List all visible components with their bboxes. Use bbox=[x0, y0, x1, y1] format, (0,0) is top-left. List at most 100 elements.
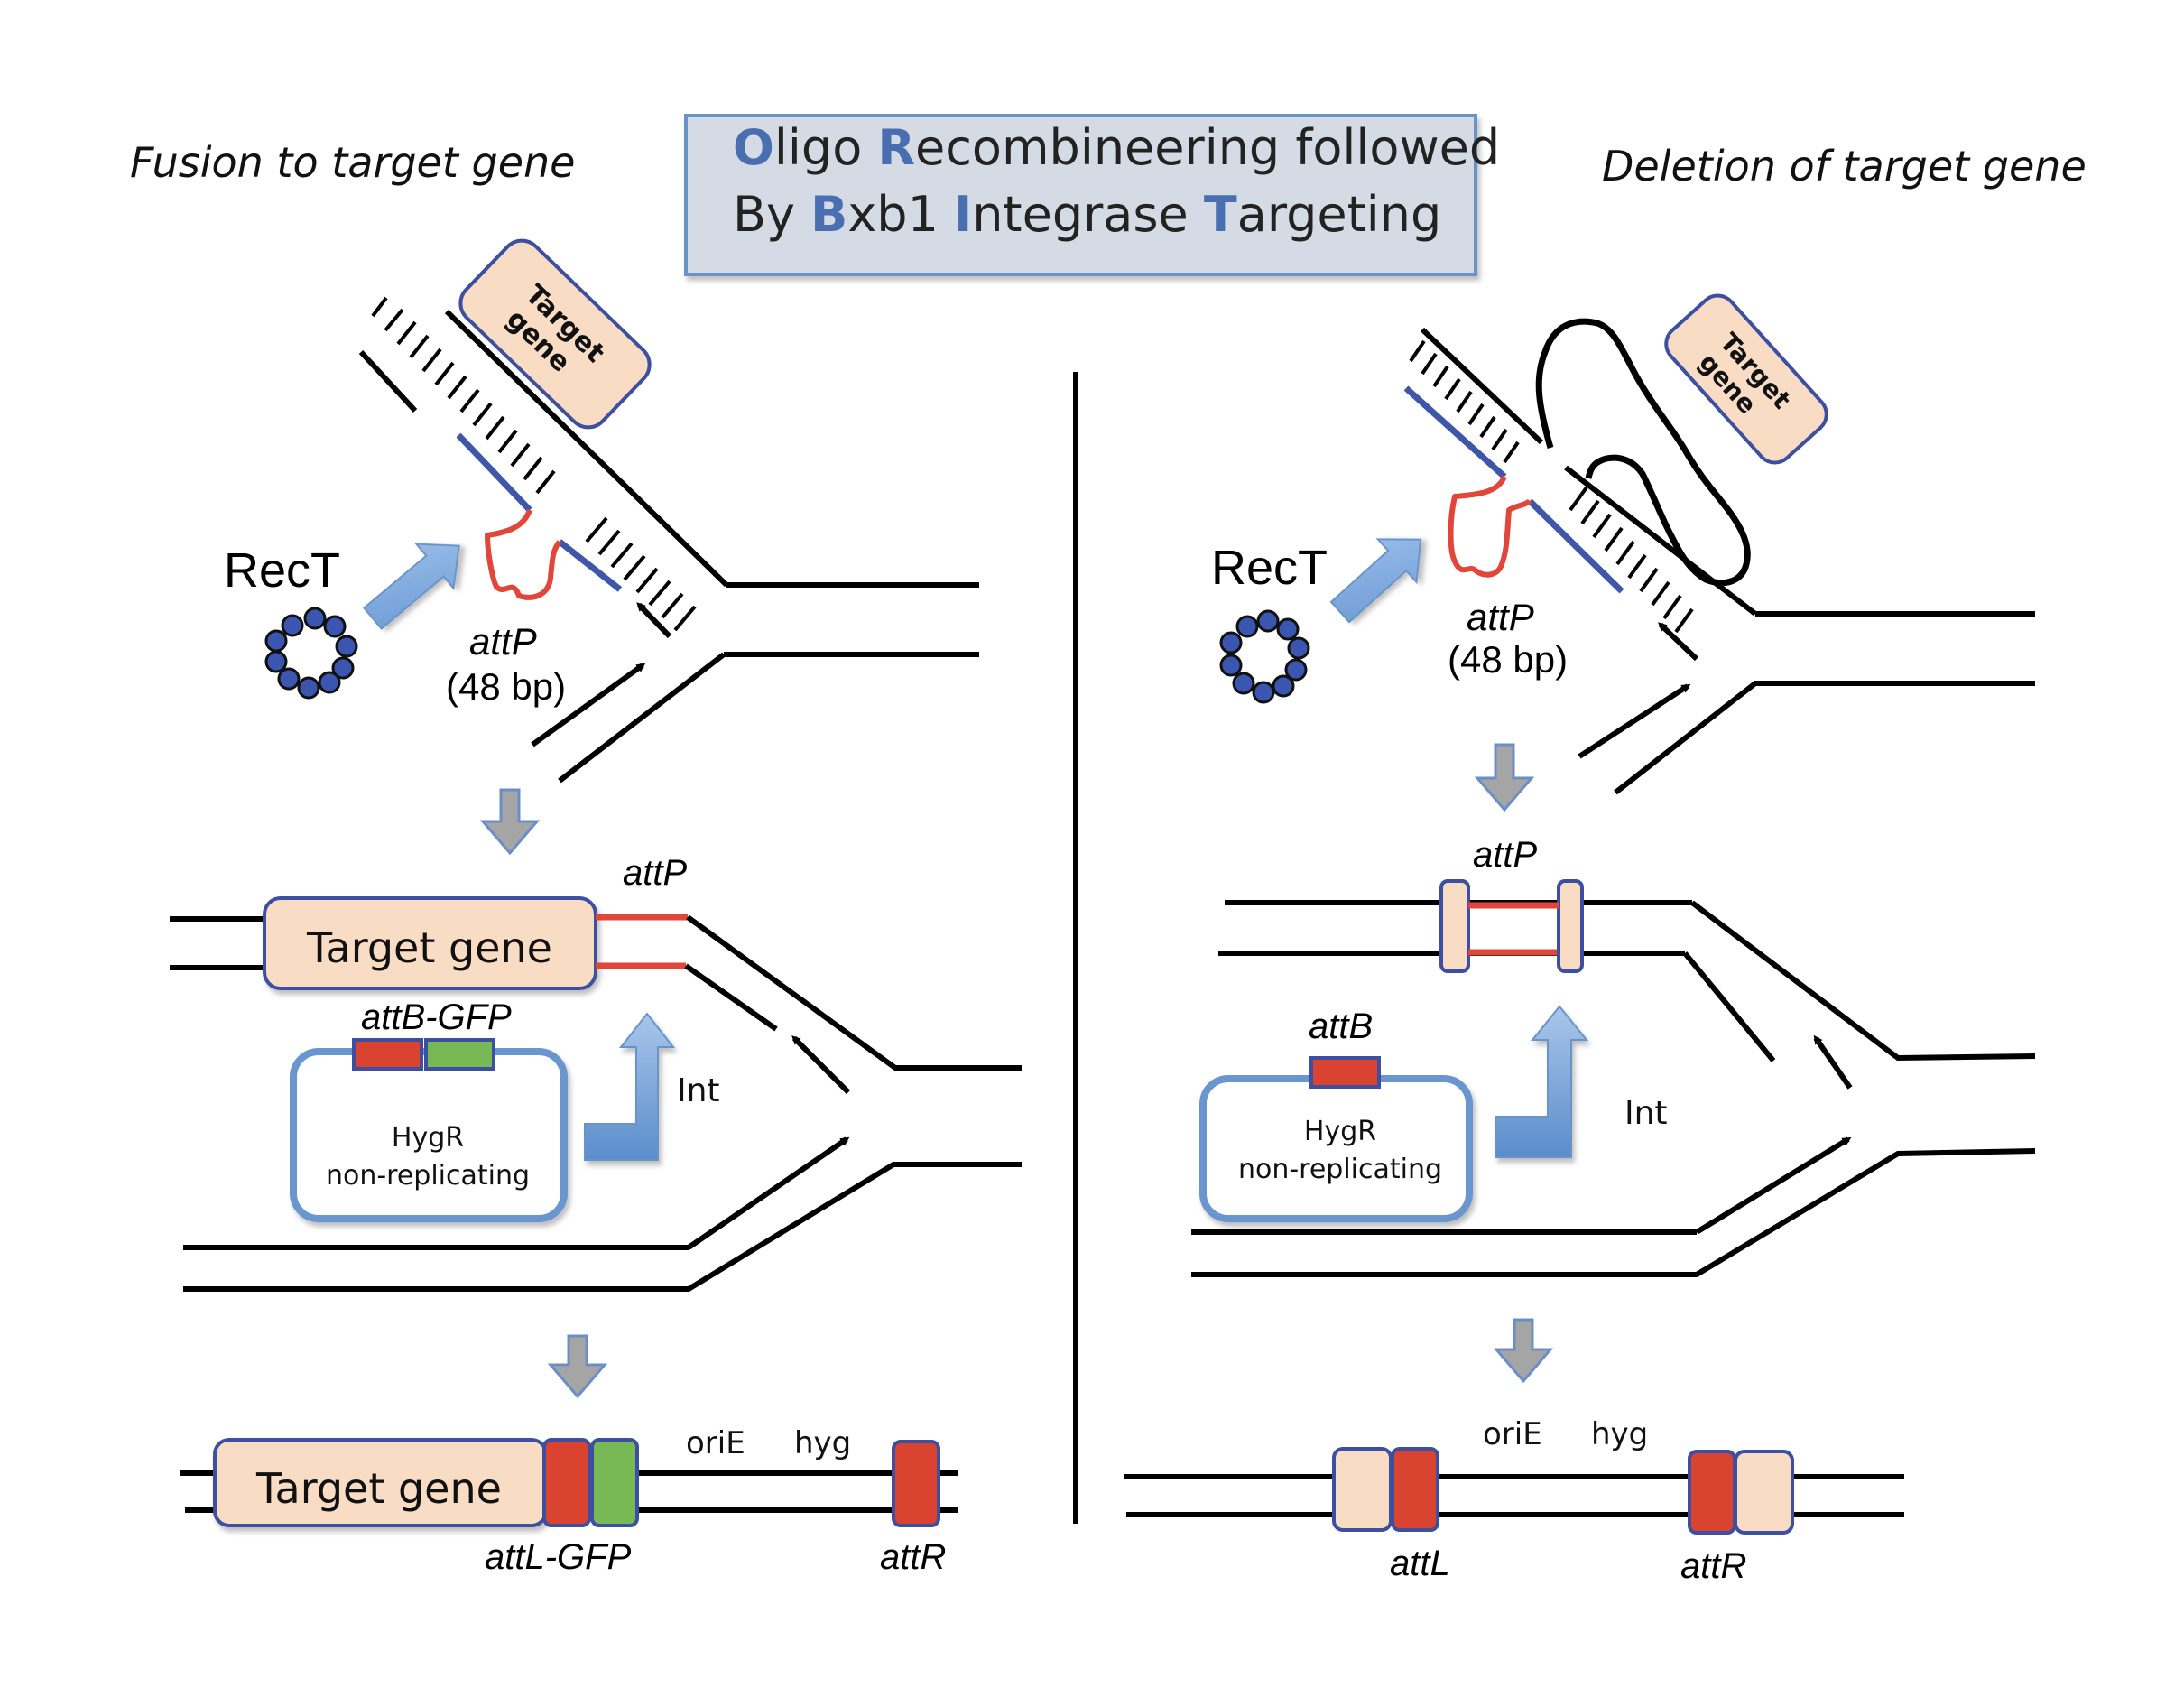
attp-flank-left bbox=[1439, 879, 1470, 973]
rect-label: RecT bbox=[1211, 541, 1328, 595]
step-arrow-down-icon bbox=[1474, 743, 1535, 812]
attr-site bbox=[892, 1440, 940, 1527]
hyg-label: hyg bbox=[794, 1425, 851, 1461]
leading-arrow bbox=[687, 1136, 850, 1250]
rect-ring-icon bbox=[1219, 609, 1310, 704]
integrase-arrow-icon bbox=[584, 1012, 676, 1161]
attl-gfp-label: attL-GFP bbox=[485, 1537, 632, 1577]
oligo-right-arm bbox=[1527, 498, 1624, 594]
rect-binding-arrow-icon bbox=[1329, 538, 1422, 624]
leading-arrow bbox=[531, 663, 646, 747]
gene-label: Target gene bbox=[255, 1464, 502, 1513]
step-arrow-down-icon bbox=[547, 1334, 608, 1399]
title-letter-B: B bbox=[810, 186, 847, 243]
flank-left bbox=[1332, 1447, 1393, 1532]
attb-site bbox=[352, 1038, 423, 1071]
attp-loop bbox=[485, 508, 562, 600]
orie-label: oriE bbox=[686, 1425, 745, 1461]
title-letter-O: O bbox=[733, 119, 774, 176]
lagging-arrow bbox=[636, 602, 672, 639]
attl-site bbox=[1391, 1447, 1439, 1532]
target-gene-box-tilted: Target gene bbox=[1664, 293, 1828, 465]
oligo-attp-label: attP bbox=[1467, 596, 1534, 638]
orie-label: oriE bbox=[1483, 1416, 1542, 1452]
title-letter-T: T bbox=[1204, 186, 1237, 243]
fork-lower-strand bbox=[558, 652, 726, 784]
hyg-label: hyg bbox=[1591, 1416, 1648, 1452]
attb-site bbox=[1309, 1056, 1381, 1089]
leading-arrow bbox=[1578, 683, 1691, 759]
lagging-arrow bbox=[791, 1035, 851, 1095]
oligo-left-arm bbox=[456, 432, 532, 513]
oligo-size-label: (48 bp) bbox=[1448, 638, 1568, 681]
step-arrow-down-icon bbox=[1493, 1318, 1554, 1384]
base-pair-rungs bbox=[371, 296, 697, 632]
gfp-site bbox=[424, 1038, 495, 1071]
rect-ring-icon bbox=[264, 607, 358, 700]
attl-label: attL bbox=[1390, 1544, 1450, 1583]
title-text: ecombineering followed bbox=[915, 119, 1500, 176]
right-panel: Target gene RecT attP (48 bp) bbox=[1124, 293, 2036, 1586]
right-heading: Deletion of target gene bbox=[1602, 142, 2087, 190]
fork-strand bbox=[1420, 327, 1544, 445]
lagging-arrow bbox=[1813, 1034, 1853, 1090]
title-text: By bbox=[733, 186, 810, 243]
title-letter-R: R bbox=[877, 119, 915, 176]
integrase-arrow-icon bbox=[1495, 1005, 1589, 1158]
oligo-right-arm bbox=[557, 539, 623, 592]
rect-label: RecT bbox=[224, 543, 340, 598]
int-label: Int bbox=[1624, 1095, 1668, 1132]
fork-template-strand bbox=[358, 349, 418, 413]
fork-upper-strand bbox=[686, 914, 1022, 1071]
oligo-attp-label: attP bbox=[469, 620, 537, 663]
left-panel: Target gene RecT attP (48 bbox=[170, 238, 1022, 1577]
plasmid-label-1: HygR bbox=[1304, 1116, 1376, 1147]
fork-lagging-strand bbox=[684, 963, 778, 1032]
plasmid bbox=[1199, 1075, 1473, 1222]
attb-gfp-label: attB-GFP bbox=[361, 997, 512, 1037]
attr-label: attR bbox=[880, 1537, 946, 1577]
fork-upper-strand bbox=[1690, 900, 2036, 1062]
fork-upper-strand bbox=[444, 309, 729, 588]
title-letter-I: I bbox=[954, 186, 972, 243]
title-line-2: By Bxb1 Integrase Targeting bbox=[733, 186, 1441, 243]
title-line-1: Oligo Recombineering followed bbox=[733, 119, 1500, 176]
attp-loop bbox=[1448, 475, 1532, 578]
target-gene-box-tilted: Target gene bbox=[458, 238, 652, 430]
left-step2-integration: Target gene attP attB-GFP HygR non-repli… bbox=[170, 853, 1022, 1292]
rect-binding-arrow-icon bbox=[362, 543, 460, 630]
title-text: xb1 bbox=[847, 186, 954, 243]
oligo-left-arm bbox=[1403, 385, 1507, 479]
target-gene-loop bbox=[1535, 318, 1751, 587]
attp-label: attP bbox=[1473, 835, 1537, 875]
attr-site bbox=[1688, 1450, 1736, 1535]
flank-right bbox=[1734, 1450, 1794, 1535]
title-text: ligo bbox=[774, 119, 878, 176]
base-pair-rungs bbox=[1409, 339, 1694, 634]
fork-lower-strand bbox=[1191, 1148, 2036, 1277]
right-step2-integration: attP attB HygR non-replicating Int bbox=[1191, 835, 2036, 1277]
plasmid-label-2: non-replicating bbox=[326, 1160, 530, 1192]
title-text: argeting bbox=[1237, 186, 1442, 243]
lagging-arrow bbox=[1658, 622, 1699, 662]
attl-site bbox=[542, 1438, 591, 1527]
fork-lagging-strand bbox=[1682, 951, 1776, 1062]
fork-lower-strand bbox=[1614, 681, 2035, 795]
left-step1-replication-fork: Target gene RecT attP (48 bbox=[224, 238, 979, 784]
attb-label: attB bbox=[1309, 1006, 1373, 1046]
attp-label: attP bbox=[623, 853, 687, 893]
leading-arrow bbox=[1695, 1136, 1852, 1235]
left-heading: Fusion to target gene bbox=[130, 138, 575, 187]
title-text: ntegrase bbox=[972, 186, 1204, 243]
fork-lower-strand bbox=[183, 1162, 1022, 1292]
plasmid-label-1: HygR bbox=[392, 1122, 464, 1154]
right-step3-product: oriE hyg attL attR bbox=[1124, 1416, 1904, 1586]
gene-label: Target gene bbox=[306, 923, 552, 972]
fork-upper-strand bbox=[1564, 465, 1757, 617]
left-step3-product: Target gene oriE hyg attL-GFP attR bbox=[180, 1425, 958, 1577]
plasmid-label-2: non-replicating bbox=[1238, 1154, 1442, 1185]
step-arrow-down-icon bbox=[479, 788, 541, 856]
gfp-site bbox=[590, 1438, 639, 1527]
